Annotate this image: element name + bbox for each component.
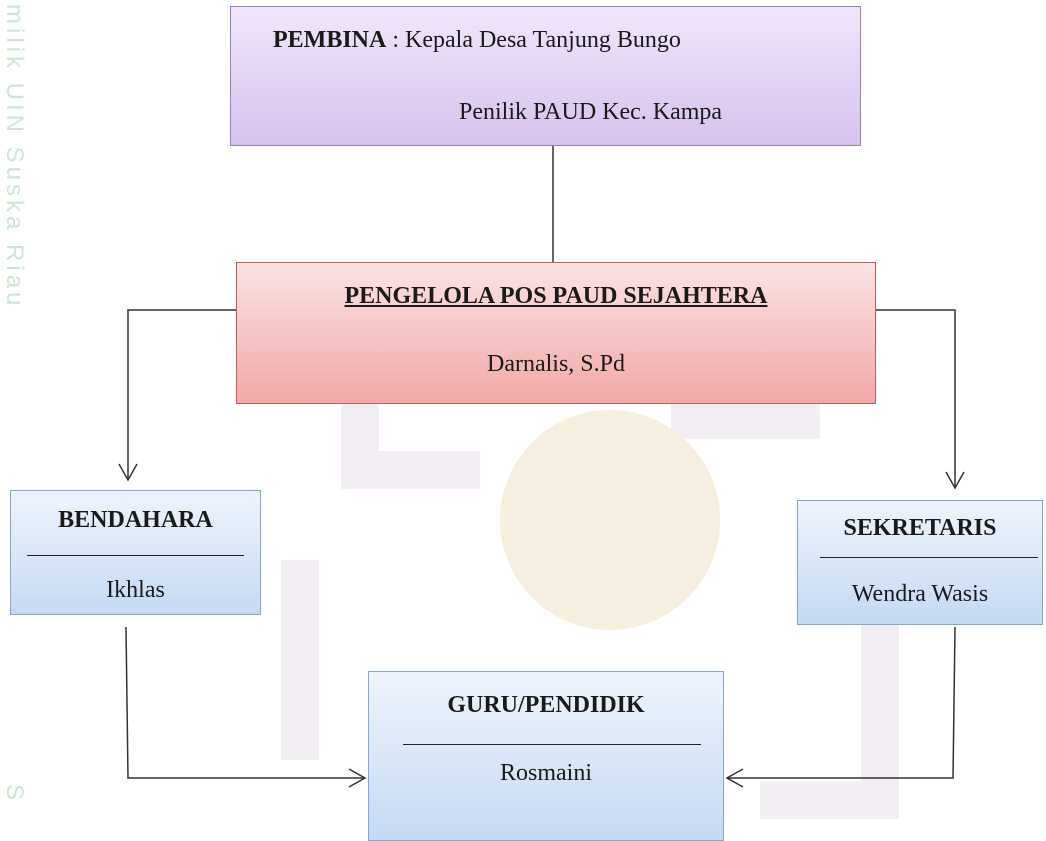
pengelola-box: PENGELOLA POS PAUD SEJAHTERA Darnalis, S…	[236, 262, 876, 404]
side-watermark-text: milik UIN Suska Riau	[1, 4, 28, 310]
bendahara-divider	[27, 555, 244, 556]
pembina-line1: PEMBINA : Kepala Desa Tanjung Bungo	[273, 27, 681, 54]
bendahara-title: BENDAHARA	[58, 507, 213, 533]
guru-divider	[403, 744, 701, 745]
pengelola-name: Darnalis, S.Pd	[487, 351, 625, 377]
sekretaris-divider	[820, 557, 1038, 558]
guru-box: GURU/PENDIDIK Rosmaini	[368, 671, 724, 841]
pembina-box: PEMBINA : Kepala Desa Tanjung Bungo Peni…	[230, 6, 861, 146]
guru-title: GURU/PENDIDIK	[447, 692, 645, 718]
bendahara-name: Ikhlas	[106, 577, 165, 603]
pembina-member-1: Kepala Desa Tanjung Bungo	[405, 27, 681, 53]
side-watermark: milik UIN Suska Riau S	[0, 0, 34, 836]
pembina-member-2: Penilik PAUD Kec. Kampa	[459, 99, 723, 125]
pengelola-title: PENGELOLA POS PAUD SEJAHTERA	[344, 283, 768, 309]
sekretaris-title: SEKRETARIS	[843, 515, 997, 541]
guru-name: Rosmaini	[499, 760, 592, 786]
sekretaris-name: Wendra Wasis	[851, 581, 989, 607]
pembina-label: PEMBINA	[273, 27, 387, 53]
sekretaris-box: SEKRETARIS Wendra Wasis	[797, 500, 1043, 625]
pembina-separator: :	[386, 27, 406, 53]
side-watermark-letter: S	[1, 784, 28, 805]
bendahara-box: BENDAHARA Ikhlas	[10, 490, 261, 615]
